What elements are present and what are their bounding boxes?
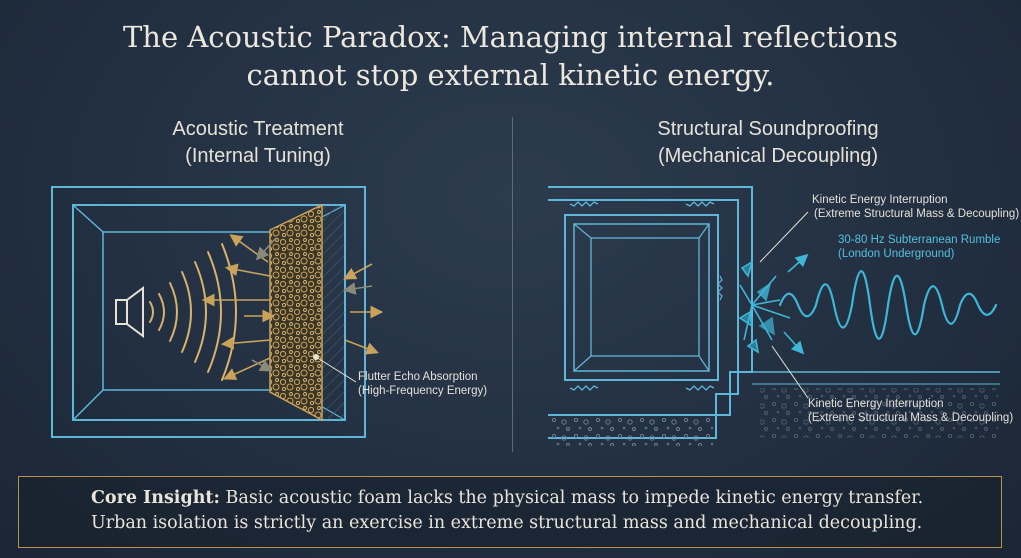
- right-heading-line-1: Structural Soundproofing: [657, 118, 879, 140]
- panel-divider: [512, 117, 513, 452]
- rumble-wave-label: 30-80 Hz Subterranean Rumble (London Und…: [838, 233, 1000, 261]
- right-panel-heading: Structural Soundproofing (Mechanical Dec…: [608, 116, 928, 170]
- sound-wave-icon: [149, 243, 237, 381]
- spring-icon: [569, 201, 723, 391]
- flutter-echo-callout: Flutter Echo Absorption (High-Frequency …: [358, 370, 487, 398]
- insight-line-2: Urban isolation is strictly an exercise …: [91, 513, 923, 533]
- acoustic-foam-panel: [269, 203, 323, 422]
- kinetic-callout-top: Kinetic Energy Interruption (Extreme Str…: [812, 193, 1019, 221]
- ground-gravel-right: [760, 388, 998, 438]
- page-title: The Acoustic Paradox: Managing internal …: [0, 18, 1021, 94]
- right-heading-line-2: (Mechanical Decoupling): [657, 145, 879, 167]
- rumble-label-line-2: (London Underground): [838, 248, 955, 260]
- diagram-canvas: [51, 186, 1000, 446]
- kinetic-callout-pointers: [759, 211, 809, 399]
- insight-text-1: Basic acoustic foam lacks the physical m…: [219, 488, 924, 508]
- rumble-wave: [778, 270, 998, 340]
- left-panel-heading: Acoustic Treatment (Internal Tuning): [98, 116, 418, 170]
- ground-gravel: [548, 418, 713, 446]
- kinetic-bottom-line-1: Kinetic Energy Interruption: [808, 398, 944, 410]
- title-line-2: cannot stop external kinetic energy.: [246, 58, 775, 92]
- kinetic-top-line-1: Kinetic Energy Interruption: [812, 194, 948, 206]
- left-heading-line-1: Acoustic Treatment: [172, 118, 344, 140]
- kinetic-top-line-2: (Extreme Structural Mass & Decoupling): [814, 208, 1020, 220]
- kinetic-callout-bottom: Kinetic Energy Interruption (Extreme Str…: [808, 397, 1013, 425]
- kinetic-bottom-line-2: (Extreme Structural Mass & Decoupling): [808, 412, 1014, 424]
- title-line-1: The Acoustic Paradox: Managing internal …: [122, 20, 899, 54]
- speaker-icon: [115, 286, 144, 338]
- rumble-label-line-1: 30-80 Hz Subterranean Rumble: [838, 234, 1001, 246]
- left-heading-line-2: (Internal Tuning): [185, 145, 331, 167]
- core-insight-box: Core Insight: Basic acoustic foam lacks …: [18, 476, 1002, 548]
- insight-label: Core Insight:: [91, 488, 220, 508]
- flutter-callout-line-1: Flutter Echo Absorption: [358, 371, 478, 383]
- insight-line-1: Core Insight: Basic acoustic foam lacks …: [91, 486, 1001, 511]
- impact-burst-icon: [738, 253, 809, 355]
- flutter-callout-line-2: (High-Frequency Energy): [358, 385, 488, 397]
- reflection-arrows: [201, 234, 384, 380]
- flutter-callout-pointer: [313, 354, 357, 383]
